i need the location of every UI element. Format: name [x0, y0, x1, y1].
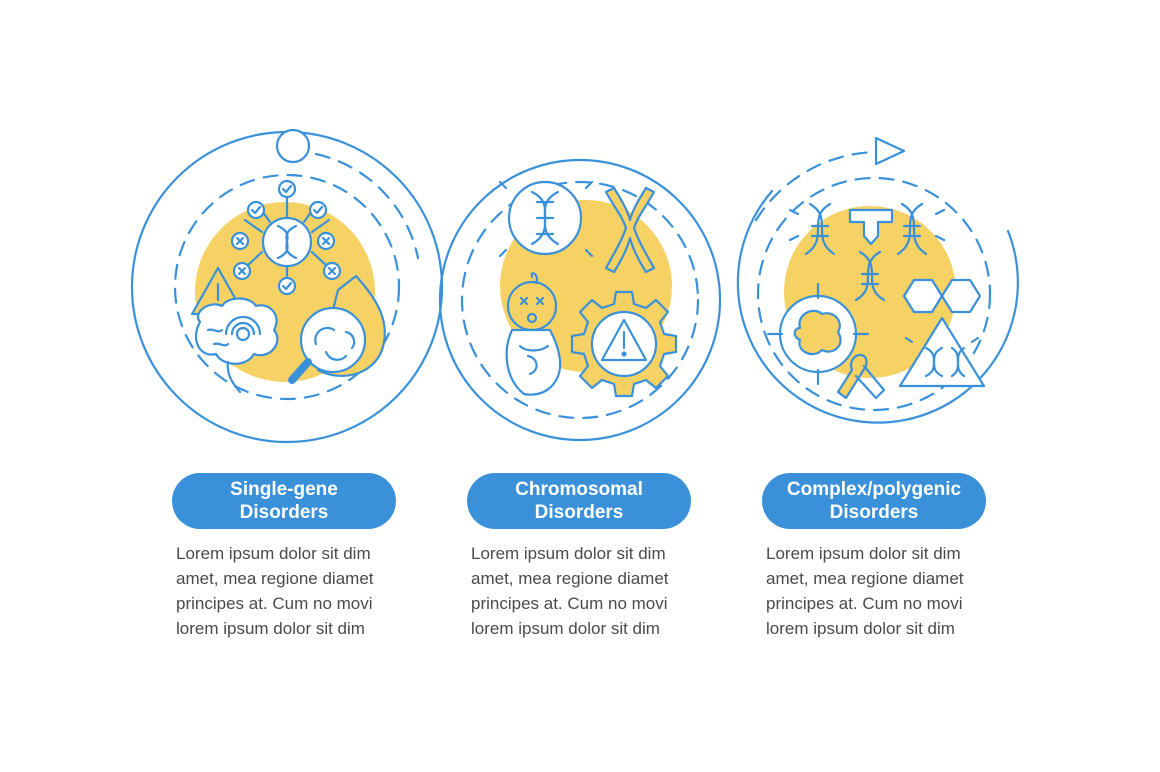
molecule-icon [902, 278, 982, 314]
step-1-graphic [130, 128, 444, 444]
step-1-body-line-4: lorem ipsum dolor sit dim [176, 619, 365, 638]
dna-strands-icon [788, 202, 946, 302]
step-2-body-line-4: lorem ipsum dolor sit dim [471, 619, 660, 638]
step-3-title-line-1: Complex/polygenic [786, 479, 962, 500]
step-2-dashed-ring [460, 180, 700, 420]
step-1-body-line-3: principes at. Cum no movi [176, 594, 373, 613]
step-2-ring [438, 158, 722, 442]
step-2-graphic [438, 158, 722, 442]
step-1-body-line-2: amet, mea regione diamet [176, 569, 374, 588]
target-cell-icon [766, 282, 870, 386]
step-3-body-line-2: amet, mea regione diamet [766, 569, 964, 588]
chromosome-icon [604, 186, 656, 274]
step-3-description: Lorem ipsum dolor sit dim amet, mea regi… [766, 541, 1006, 641]
step-1-body-line-1: Lorem ipsum dolor sit dim [176, 544, 371, 563]
step-2-title-line-1: Chromosomal [515, 479, 643, 500]
brain-icon [194, 297, 279, 394]
step-2-body-line-2: amet, mea regione diamet [471, 569, 669, 588]
baby-icon [505, 272, 562, 396]
start-node-icon [275, 128, 311, 164]
step-3-body-line-3: principes at. Cum no movi [766, 594, 963, 613]
connector-arc [314, 152, 420, 260]
step-1-title-line-1: Single-gene [230, 479, 338, 500]
dna-flask-icon [898, 316, 986, 388]
step-1-title-pill: Single-gene Disorders [172, 473, 396, 529]
step-3-body-line-4: lorem ipsum dolor sit dim [766, 619, 955, 638]
step-2-body-line-3: principes at. Cum no movi [471, 594, 668, 613]
step-1-description: Lorem ipsum dolor sit dim amet, mea regi… [176, 541, 416, 641]
step-2-title-line-2: Disorders [534, 502, 624, 523]
step-3-title-line-2: Disorders [829, 502, 919, 523]
step-3-ring [736, 189, 1019, 424]
step-1-title-line-2: Disorders [239, 502, 329, 523]
step-2-body-line-1: Lorem ipsum dolor sit dim [471, 544, 666, 563]
step-3-title-pill: Complex/polygenic Disorders [762, 473, 986, 529]
step-3-dashed-ring [756, 176, 992, 412]
step-3-graphic [736, 136, 1019, 424]
step-2-description: Lorem ipsum dolor sit dim amet, mea regi… [471, 541, 711, 641]
dna-network-icon [230, 179, 342, 296]
ribbon-icon [836, 354, 886, 400]
gear-warning-icon [570, 290, 678, 398]
step-2-title-pill: Chromosomal Disorders [467, 473, 691, 529]
play-arrow-icon [874, 136, 906, 166]
dna-helix-icon [498, 180, 594, 258]
step-3-body-line-1: Lorem ipsum dolor sit dim [766, 544, 961, 563]
step-1-dashed-ring [173, 173, 401, 401]
connector-arc-2 [754, 150, 878, 222]
magnifier-icon [288, 274, 386, 384]
